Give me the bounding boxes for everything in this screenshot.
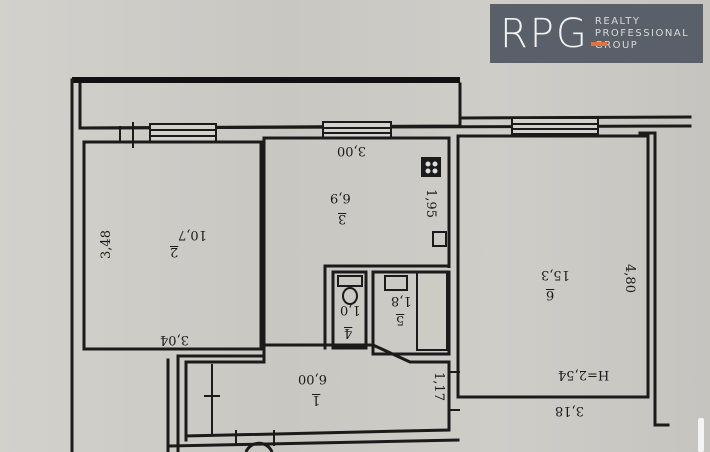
sanitary-block	[323, 264, 451, 356]
window-room2	[119, 122, 217, 148]
room-4-area: 1,0	[340, 302, 361, 317]
rpg-logo: RPG REALTY PROFESSIONAL GROUP	[490, 4, 703, 63]
room-6-area: 15,3	[541, 267, 570, 282]
stove-icon	[421, 157, 441, 177]
room-3-number: 3	[338, 211, 347, 226]
logo-accent-bar	[591, 41, 607, 46]
room-6-number: 6	[546, 287, 555, 302]
hallway-width: 1,17	[430, 372, 446, 401]
room-6-length: 4,80	[621, 264, 637, 293]
room-6-outline	[456, 134, 650, 399]
window-room6	[511, 117, 599, 135]
sink-icon	[432, 231, 447, 247]
scrollbar[interactable]	[698, 418, 704, 452]
room-4-number: 4	[344, 325, 353, 340]
room-2-number: 2	[170, 244, 179, 259]
room-3-area: 6,9	[330, 190, 351, 205]
window-kitchen	[322, 121, 392, 139]
room-2-width: 3,04	[160, 332, 189, 347]
room-1-area: 6,00	[298, 371, 327, 386]
room-2-outline	[82, 140, 263, 351]
room-5-number: 5	[396, 312, 405, 327]
ceiling-height: H=2,54	[558, 367, 610, 382]
logo-mark: RPG	[500, 14, 607, 54]
room-6-width: 3,18	[555, 403, 584, 418]
kitchen-length: 1,95	[422, 189, 438, 218]
hallway-outline	[166, 343, 460, 452]
entrance-door-icon	[244, 441, 274, 452]
logo-text: REALTY PROFESSIONAL GROUP	[594, 15, 690, 51]
room-1-number: 1	[312, 392, 321, 407]
room-2-length: 3,48	[98, 230, 114, 259]
room-2-area: 10,7	[178, 227, 207, 242]
room-5-area: 1,8	[391, 293, 412, 308]
kitchen-width: 3,00	[337, 143, 366, 158]
